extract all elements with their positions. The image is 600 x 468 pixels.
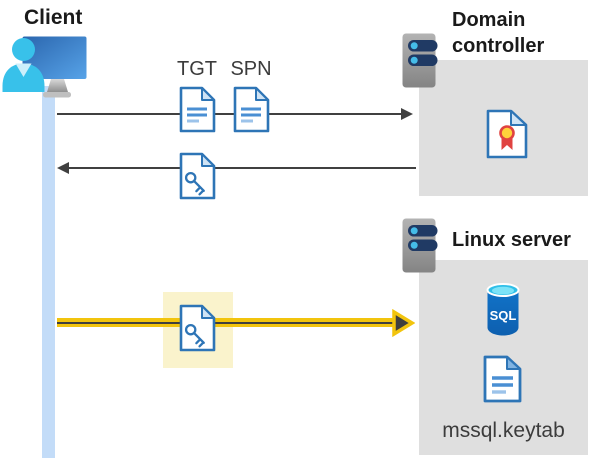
yellow-arrow-core-line	[57, 321, 395, 324]
key-document-highlighted-icon	[179, 304, 216, 352]
certificate-icon	[486, 109, 528, 159]
keytab-file-label: mssql.keytab	[442, 419, 565, 442]
sql-database-icon: SQL	[486, 283, 520, 336]
response-arrowhead-icon	[57, 162, 69, 174]
linux-server-icon	[402, 218, 438, 273]
monitor-base-icon	[43, 92, 71, 98]
client-computer-icon	[2, 36, 87, 98]
client-timeline-bar	[42, 86, 55, 458]
domain-controller-server-icon	[402, 33, 438, 88]
spn-document-icon	[233, 86, 270, 133]
sql-icon-label: SQL	[490, 308, 517, 323]
monitor-stand-icon	[47, 79, 68, 92]
request-arrowhead-icon	[401, 108, 413, 120]
tgt-document-icon	[179, 86, 216, 133]
domain-controller-label-line2: controller	[452, 35, 545, 57]
linux-server-label: Linux server	[452, 229, 571, 251]
domain-controller-label: Domain controller	[452, 7, 544, 59]
request-arrow-line	[57, 113, 403, 115]
client-label: Client	[24, 6, 83, 29]
tgt-label: TGT	[177, 58, 217, 80]
monitor-icon	[22, 36, 87, 79]
response-arrow-line	[68, 167, 416, 169]
keytab-document-icon	[483, 355, 522, 403]
user-icon	[2, 38, 45, 92]
domain-controller-label-line1: Domain	[452, 9, 526, 31]
yellow-arrowhead-icon	[392, 309, 415, 337]
key-document-icon	[179, 152, 216, 200]
spn-label: SPN	[230, 58, 272, 80]
